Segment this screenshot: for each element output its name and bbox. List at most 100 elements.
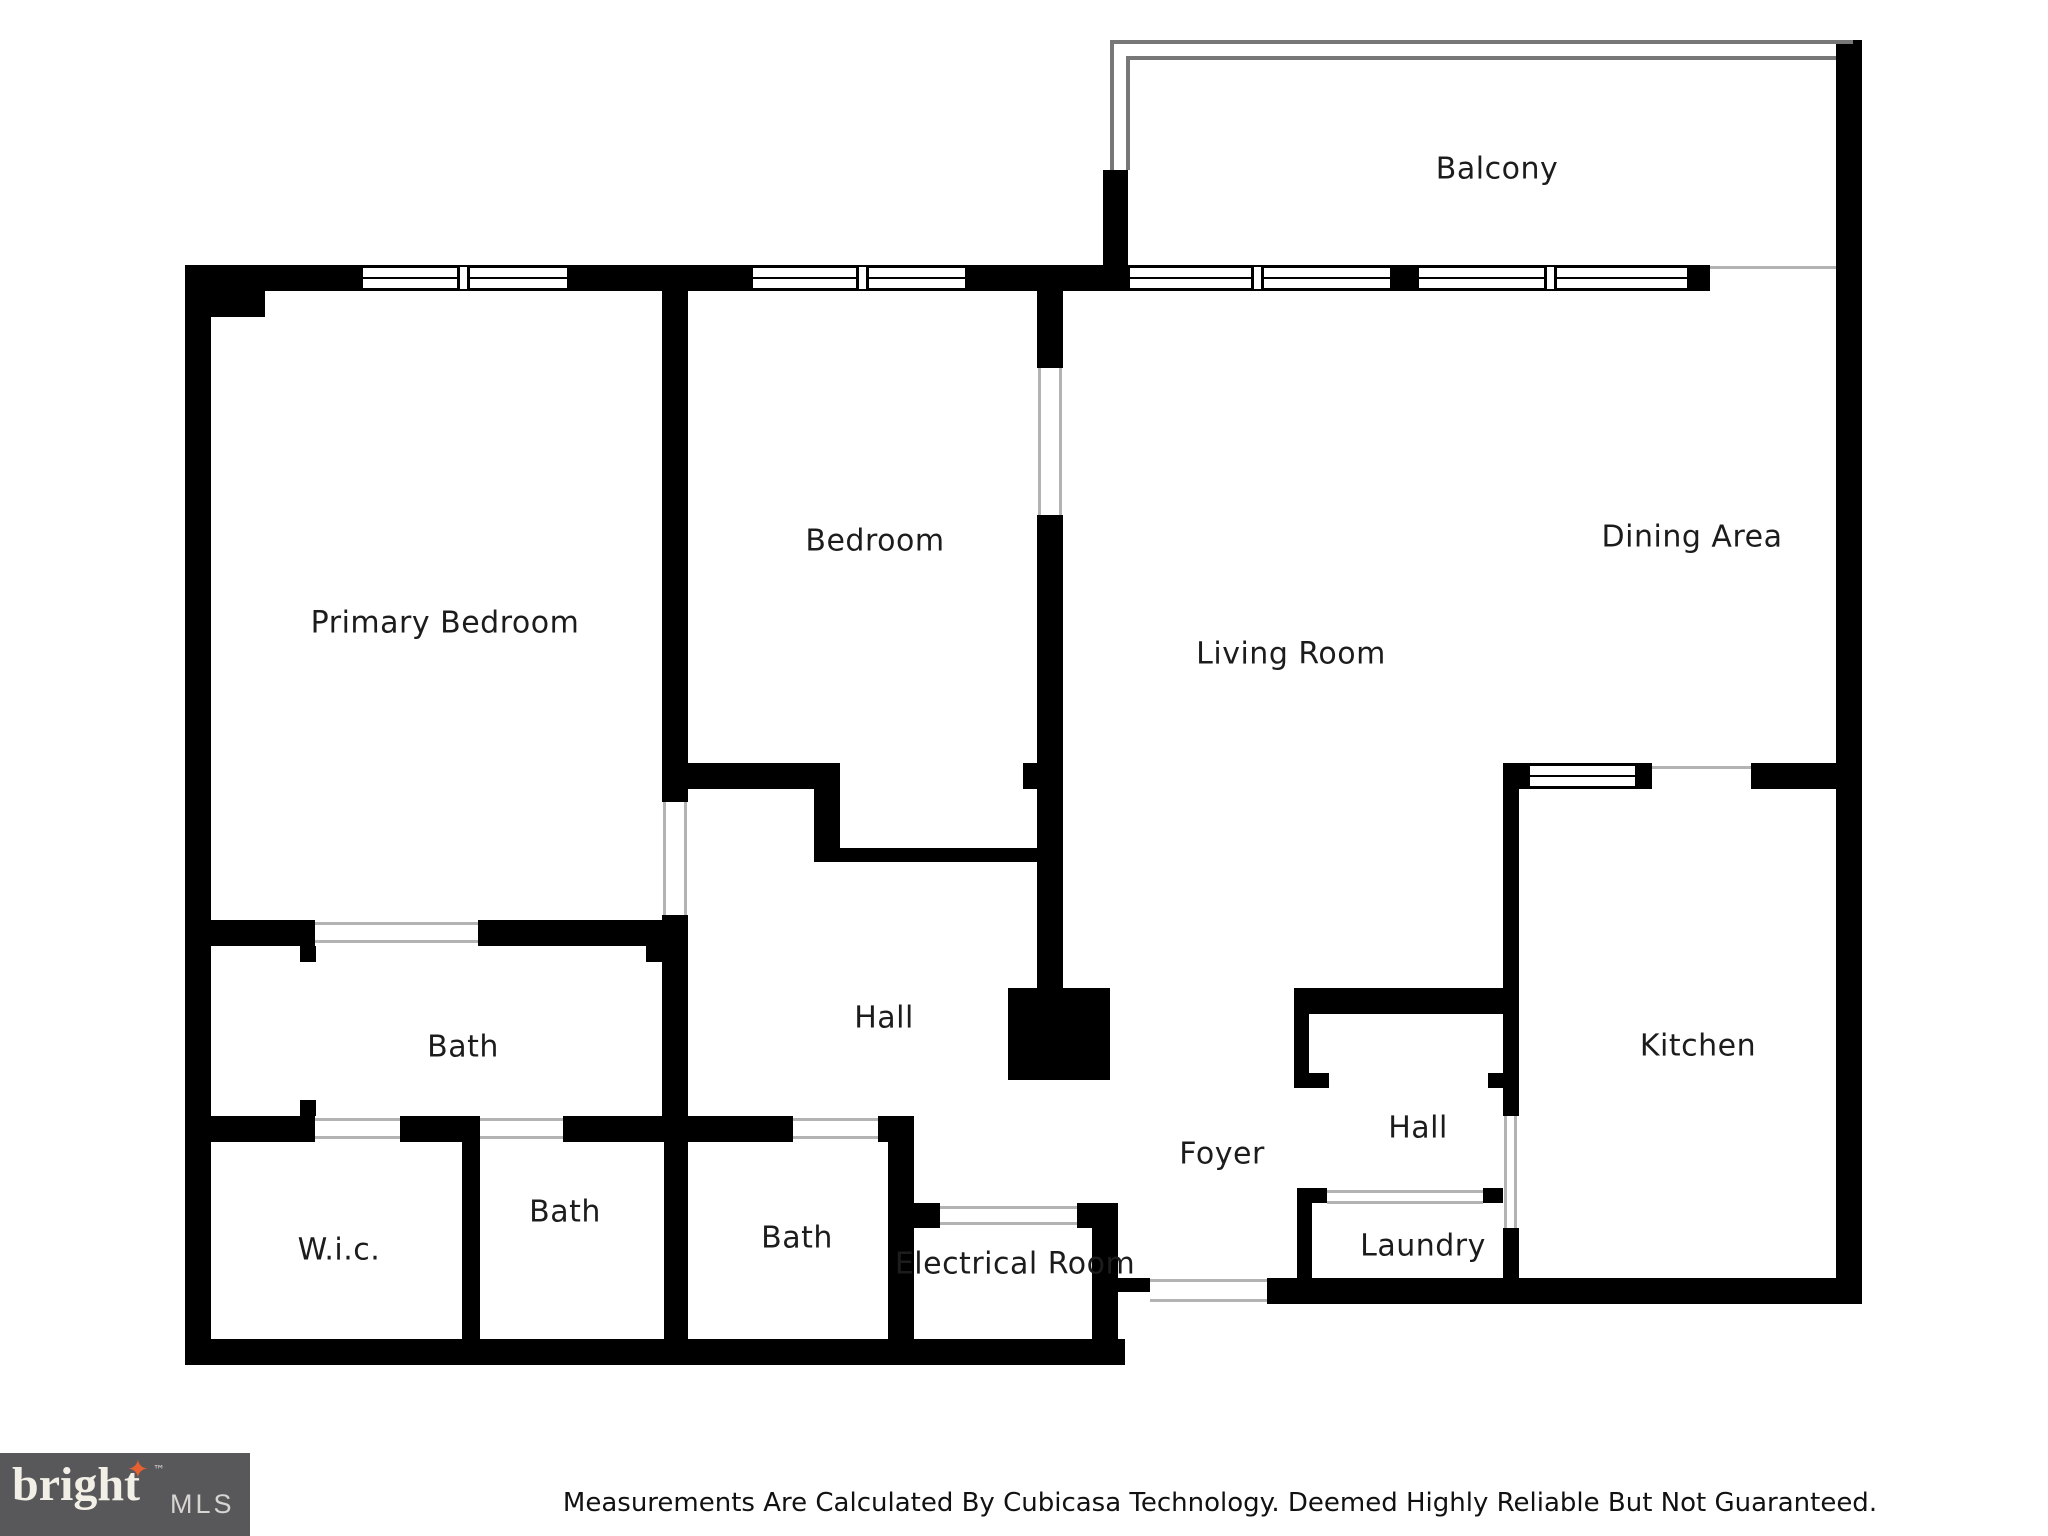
- door-opening: [1514, 1116, 1517, 1228]
- wall-laundry-left: [1297, 1188, 1312, 1278]
- door-opening: [940, 1206, 1077, 1209]
- wall-bedroom-living-divider: [1037, 291, 1063, 368]
- wall-bath1-top: [211, 920, 315, 946]
- room-label-bath-3: Bath: [761, 1220, 833, 1256]
- wall-bath1-top: [478, 920, 662, 946]
- wall-hall-top: [833, 848, 1037, 862]
- door-opening: [684, 802, 687, 915]
- door-opening: [940, 1222, 1077, 1225]
- wall-kitchen-left: [1503, 763, 1519, 1116]
- wall-bedroom-bottom: [688, 763, 840, 789]
- wall-bottom-left: [185, 1339, 1125, 1365]
- door-opening: [1504, 1116, 1507, 1228]
- window-mullion: [1251, 267, 1264, 289]
- room-label-bath-2: Bath: [529, 1194, 601, 1230]
- wall-bedroom-living-divider: [1037, 515, 1063, 988]
- room-label-hall-right: Hall: [1388, 1110, 1448, 1146]
- window-mullion: [457, 267, 470, 289]
- wall-laundry-top-stub: [1483, 1188, 1503, 1203]
- room-label-laundry: Laundry: [1360, 1228, 1486, 1264]
- door-opening: [663, 802, 666, 915]
- room-label-hall-left: Hall: [854, 1000, 914, 1036]
- wall-hall-right-foot: [1309, 1073, 1329, 1088]
- wall-entry-stub: [1118, 1278, 1150, 1292]
- wall-top: [570, 265, 750, 291]
- logo-mls-text: MLS: [170, 1489, 235, 1519]
- wall-bath2-bath3-divider: [664, 1132, 688, 1345]
- balcony-wall: [1103, 170, 1128, 265]
- door-opening: [1038, 368, 1041, 515]
- logo-trademark: ™: [153, 1463, 165, 1477]
- wall-right: [1836, 40, 1862, 1304]
- door-opening: [1059, 368, 1062, 515]
- door-opening: [315, 940, 478, 943]
- wall-bath3-top: [688, 1116, 793, 1142]
- balcony-door-opening: [1710, 266, 1836, 269]
- window-kitchen: [1527, 763, 1638, 789]
- wall-left: [185, 265, 211, 1365]
- wall-hall-right-top: [1294, 988, 1503, 1014]
- wall-kitchen-left: [1503, 1228, 1519, 1304]
- room-label-balcony: Balcony: [1435, 151, 1559, 187]
- entry-door-opening: [1150, 1279, 1267, 1282]
- door-opening: [315, 1118, 400, 1121]
- structural-column: [1008, 988, 1110, 1080]
- window: [1127, 265, 1393, 291]
- wall-stub: [1023, 763, 1037, 789]
- kitchen-opening: [1652, 766, 1751, 769]
- wall-wic-bath2-divider: [462, 1132, 480, 1345]
- door-opening: [793, 1136, 878, 1139]
- logo-brand-text: bright: [12, 1458, 141, 1511]
- room-label-primary-bedroom: Primary Bedroom: [310, 605, 580, 641]
- logo-star-icon: ✦: [127, 1455, 149, 1485]
- room-label-kitchen: Kitchen: [1639, 1028, 1757, 1064]
- wall-electrical-right: [1092, 1203, 1118, 1345]
- room-label-bath-1: Bath: [427, 1029, 499, 1065]
- wall-top: [1690, 265, 1710, 291]
- wall-top: [1393, 265, 1416, 291]
- door-opening: [315, 922, 478, 925]
- balcony-rail: [1110, 40, 1114, 170]
- window: [750, 265, 968, 291]
- wall-electrical-top: [914, 1203, 940, 1228]
- wall-primary-bedroom-divider: [662, 915, 688, 1141]
- door-opening: [1327, 1190, 1483, 1193]
- wall-bottom-right: [1267, 1278, 1836, 1304]
- balcony-rail-inner: [1126, 56, 1836, 60]
- room-label-bedroom: Bedroom: [805, 523, 945, 559]
- door-opening: [480, 1118, 563, 1121]
- door-opening: [793, 1118, 878, 1121]
- wall-top: [968, 265, 1127, 291]
- window-mullion: [1544, 267, 1557, 289]
- window: [1416, 265, 1690, 291]
- window: [360, 265, 570, 291]
- wall-primary-bedroom-divider: [662, 291, 688, 802]
- room-label-dining-area: Dining Area: [1601, 519, 1783, 555]
- balcony-rail-inner: [1126, 56, 1130, 170]
- wall-laundry-top-stub: [1297, 1188, 1327, 1203]
- window-mullion: [856, 267, 869, 289]
- brightmls-logo: bright ✦ ™ MLS: [0, 1453, 250, 1536]
- door-opening: [1327, 1201, 1483, 1204]
- wall-kitchen-top: [1751, 763, 1836, 789]
- wall-hall-right-stub: [1488, 1073, 1503, 1088]
- wall-bath3-right: [888, 1116, 914, 1345]
- door-opening: [480, 1136, 563, 1139]
- room-label-wic: W.i.c.: [297, 1232, 381, 1268]
- room-label-living-room: Living Room: [1196, 636, 1386, 672]
- wall-kitchen-top: [1638, 763, 1652, 789]
- room-label-electrical-room: Electrical Room: [894, 1246, 1136, 1282]
- wall-stub: [646, 946, 662, 962]
- balcony-rail: [1110, 40, 1853, 44]
- wall-corner-notch: [211, 291, 265, 317]
- room-label-foyer: Foyer: [1179, 1136, 1265, 1172]
- wall-hall-right-left: [1294, 988, 1309, 1088]
- wall-stub: [300, 946, 316, 962]
- entry-door-opening: [1150, 1299, 1267, 1302]
- wall-top: [185, 265, 360, 291]
- window-glass-line: [1530, 775, 1635, 777]
- wall-wic-top: [211, 1116, 315, 1142]
- door-opening: [315, 1136, 400, 1139]
- wall-stub: [300, 1100, 316, 1116]
